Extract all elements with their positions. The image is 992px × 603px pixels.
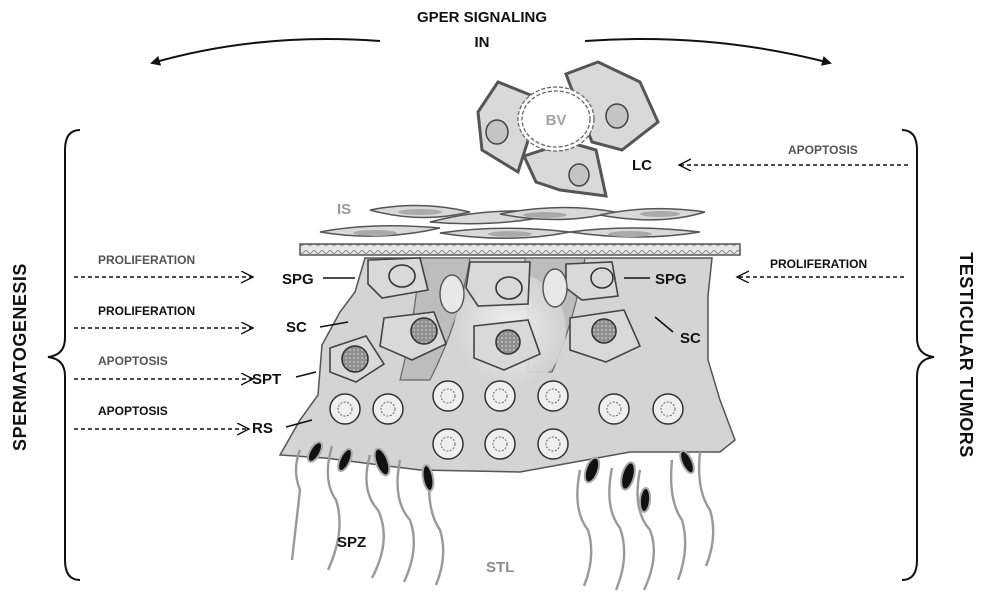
round-spermatid-nucleus xyxy=(440,436,456,452)
sperm-head xyxy=(373,447,391,477)
sperm-tail xyxy=(669,459,687,581)
interstitial-fibroblasts xyxy=(319,204,706,239)
sperm-head xyxy=(583,456,601,484)
spermatocyte-nucleus xyxy=(495,329,521,355)
spermatogonium-nucleus xyxy=(388,264,416,288)
round-spermatid-nucleus xyxy=(492,436,508,452)
sperm-tail xyxy=(326,445,341,571)
arrow-to-tumors xyxy=(584,38,832,66)
spermatid-nucleus xyxy=(341,345,369,373)
effect-sc-label: PROLIFERATION xyxy=(98,304,195,318)
stl-label: STL xyxy=(486,559,514,576)
fibroblast-nucleus xyxy=(523,212,567,218)
round-spermatid-nucleus xyxy=(606,401,622,417)
round-spermatids xyxy=(329,380,684,460)
sperm-tail xyxy=(697,451,715,567)
sc-right-label: SC xyxy=(680,330,701,347)
round-spermatid-nucleus xyxy=(492,388,508,404)
bv-label: BV xyxy=(546,112,567,129)
rs-leader xyxy=(285,419,313,428)
spz-label: SPZ xyxy=(337,534,366,551)
leydig-cell-cluster xyxy=(476,60,660,198)
leydig-nucleus xyxy=(485,119,509,145)
sperm-head xyxy=(421,464,435,492)
sc-left-leader xyxy=(319,321,349,328)
spermatozoa-left xyxy=(290,441,445,586)
fibroblast-nucleus xyxy=(608,231,652,237)
round-spermatid-nucleus xyxy=(545,388,561,404)
sperm-head xyxy=(679,449,695,475)
left-brace xyxy=(47,129,81,581)
leydig-nucleus xyxy=(605,103,629,129)
fibroblast-nucleus xyxy=(398,209,442,215)
effect-spg-right-label: PROLIFERATION xyxy=(770,257,867,271)
spermatocyte-nucleus xyxy=(591,318,617,344)
right-brace xyxy=(901,129,935,581)
sertoli-nucleus xyxy=(439,274,465,314)
sperm-tail xyxy=(396,459,415,583)
spt-label: SPT xyxy=(252,371,281,388)
round-spermatid-nucleus xyxy=(440,388,456,404)
blood-vessel-inner xyxy=(521,90,591,148)
sperm-head xyxy=(638,487,652,513)
rs-label: RS xyxy=(252,420,273,437)
arrow-to-spermatogenesis xyxy=(150,38,381,66)
sertoli-nucleus xyxy=(542,268,568,308)
testicular-tumors-title: TESTICULAR TUMORS xyxy=(956,252,976,458)
header-title: GPER SIGNALING xyxy=(417,9,547,26)
effect-rs-label: APOPTOSIS xyxy=(98,404,168,418)
spermatogonium-nucleus xyxy=(495,276,523,300)
round-spermatid-nucleus xyxy=(380,401,396,417)
seminiferous-epithelium xyxy=(278,257,736,473)
lc-label: LC xyxy=(632,157,652,174)
blood-vessel xyxy=(517,86,595,152)
spermatocyte-nucleus xyxy=(410,317,438,345)
sperm-tail xyxy=(608,467,626,591)
spg-right-label: SPG xyxy=(655,271,687,288)
spermatogonium-nucleus xyxy=(590,267,614,289)
spg-left-label: SPG xyxy=(282,271,314,288)
sperm-tail xyxy=(365,454,385,579)
effect-spg-label: PROLIFERATION xyxy=(98,253,195,267)
round-spermatid-nucleus xyxy=(545,436,561,452)
fibroblast-nucleus xyxy=(640,211,680,217)
sperm-head xyxy=(337,447,353,473)
sc-right-leader xyxy=(654,316,674,333)
effect-lc-label: APOPTOSIS xyxy=(788,143,858,157)
basement-membrane xyxy=(299,243,741,256)
round-spermatid-nucleus xyxy=(660,401,676,417)
spermatozoa-right xyxy=(576,449,715,591)
effect-spt-label: APOPTOSIS xyxy=(98,354,168,368)
fibroblast-nucleus xyxy=(488,231,532,237)
round-spermatid-nucleus xyxy=(337,401,353,417)
header-subtitle: IN xyxy=(475,34,490,51)
sperm-head xyxy=(620,461,636,491)
fibroblast-nucleus xyxy=(353,230,397,236)
is-label: IS xyxy=(337,201,351,218)
sperm-tail xyxy=(576,469,593,587)
sperm-tail xyxy=(290,449,302,561)
leydig-nucleus xyxy=(568,163,590,187)
spt-leader xyxy=(295,371,317,378)
spermatogenesis-title: SPERMATOGENESIS xyxy=(10,263,30,451)
sc-left-label: SC xyxy=(286,319,307,336)
sperm-head xyxy=(307,441,323,463)
sperm-tail xyxy=(636,469,656,591)
